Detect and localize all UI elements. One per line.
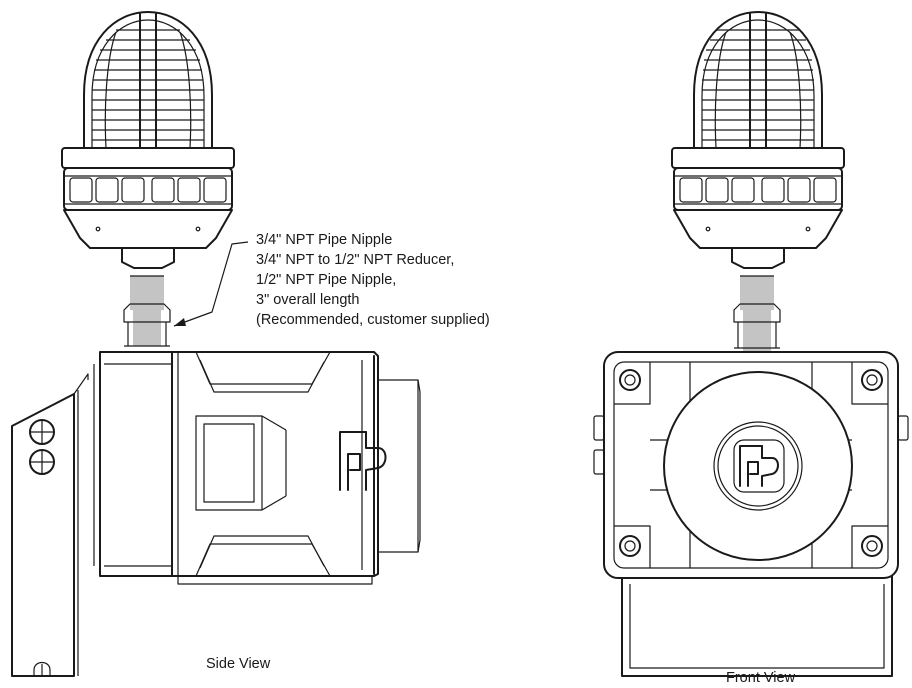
callout-line-4: 3" overall length [256, 292, 360, 308]
side-mounting-bracket [11, 373, 89, 677]
callout-line-3: 1/2" NPT Pipe Nipple, [256, 272, 396, 288]
callout-leader [173, 241, 249, 327]
side-view-caption: Side View [206, 656, 271, 672]
front-beacon-dome [693, 11, 823, 149]
side-view: 3/4" NPT Pipe Nipple 3/4" NPT to 1/2" NP… [11, 11, 490, 677]
callout-line-1: 3/4" NPT Pipe Nipple [256, 232, 392, 248]
side-beacon-dome [83, 11, 213, 149]
front-dome-ribs [702, 29, 814, 141]
callout-line-5: (Recommended, customer supplied) [256, 312, 490, 328]
callout-text: 3/4" NPT Pipe Nipple 3/4" NPT to 1/2" NP… [256, 232, 490, 328]
front-corner-screws [619, 369, 883, 557]
side-pipe-nipple [123, 275, 171, 347]
front-logo-icon [733, 439, 785, 493]
callout-line-2: 3/4" NPT to 1/2" NPT Reducer, [256, 252, 454, 268]
front-view-caption: Front View [726, 670, 796, 686]
side-beacon-base [61, 147, 235, 269]
side-horn-housing [93, 351, 421, 585]
side-dome-ribs [92, 29, 204, 141]
front-mounting-bracket [593, 415, 909, 677]
front-beacon-base [671, 147, 845, 269]
front-view: Front View [593, 11, 909, 686]
front-horn-housing [603, 351, 899, 579]
side-logo-icon [339, 431, 387, 491]
